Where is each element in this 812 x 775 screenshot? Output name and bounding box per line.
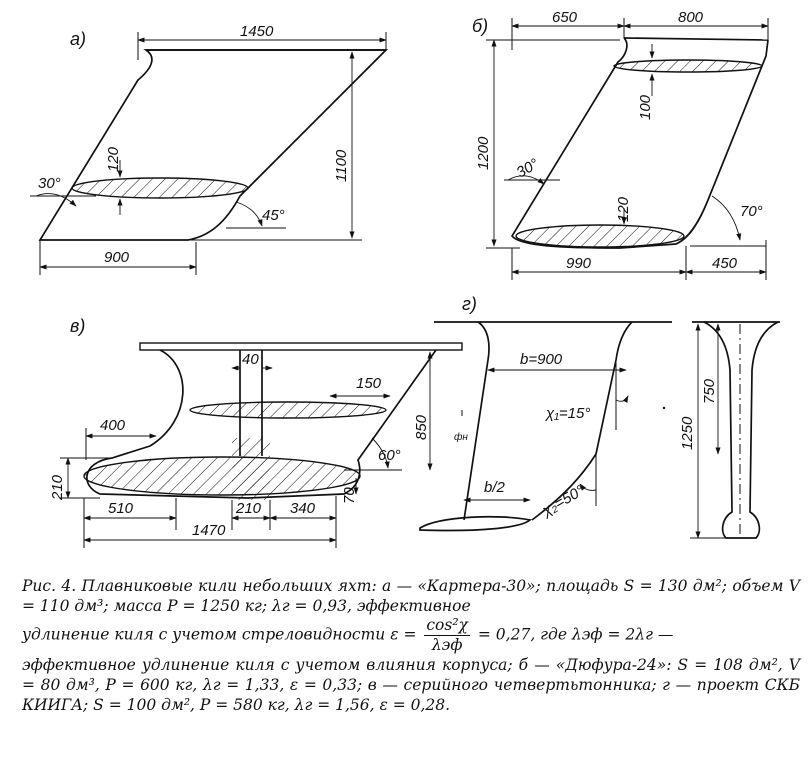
panel-a-dim-bottom-label: 900 — [104, 249, 130, 266]
panel-v-section-upper — [189, 401, 387, 419]
caption-line-2-pre: удлинение киля с учетом стреловидности ε… — [22, 625, 417, 644]
panel-b: б) 650 800 1200 100 120 30° 70° — [472, 9, 769, 280]
panel-g-bulb — [419, 515, 532, 532]
panel-v-angle-arc — [371, 437, 390, 469]
panel-a-angle-lead: 30° — [38, 175, 61, 192]
panel-b-dim-bottom-left-label: 990 — [566, 255, 592, 272]
panel-b-section-bottom — [515, 224, 685, 248]
panel-a-label: а) — [70, 29, 86, 49]
panel-a-angle-arc — [235, 201, 263, 227]
panel-b-angle-arc — [507, 175, 545, 185]
panel-g-angle-arc — [579, 483, 597, 491]
keel-figure: а) 1450 1100 900 120 30° 45° б) — [30, 9, 780, 548]
caption-fraction-num: cos²χ — [424, 616, 470, 636]
panel-a-dim-top-label: 1450 — [240, 23, 274, 40]
panel-g-side-dim-total-label: 1250 — [679, 416, 696, 450]
panel-v-keel-outline — [86, 349, 437, 499]
panel-g: г) b=900 b/2 χ₁=15° χ₂=50° фн — [419, 294, 672, 532]
panel-g-dot — [662, 406, 666, 410]
panel-v-section-bulb — [83, 456, 361, 496]
panel-b-label: б) — [472, 16, 488, 36]
panel-v-dim-bulb-h-label: 210 — [49, 474, 66, 501]
panel-g-side-dim-mid-label: 750 — [701, 378, 718, 404]
panel-v-dim-bulb-mid-label: 210 — [235, 500, 262, 517]
panel-b-dim-top-right-label: 800 — [678, 9, 704, 26]
panel-b-dim-height-label: 1200 — [475, 136, 492, 170]
panel-b-dim-top-left-label: 650 — [552, 9, 578, 26]
panel-v-dim-bulb-left-label: 510 — [108, 500, 134, 517]
panel-a-dim-height-label: 1100 — [333, 149, 350, 182]
figure-caption: Рис. 4. Плавниковые кили небольших яхт: … — [22, 576, 800, 715]
panel-a: а) 1450 1100 900 120 30° 45° — [30, 23, 389, 275]
panel-v-dim-upper-label: 150 — [356, 375, 382, 392]
panel-b-angle-trail: 70° — [740, 203, 763, 220]
caption-line-1: Рис. 4. Плавниковые кили небольших яхт: … — [22, 577, 800, 615]
panel-b-dim-thick-top-label: 100 — [637, 94, 654, 120]
panel-g-dim-chord-label: b=900 — [520, 351, 563, 368]
panel-a-section — [71, 177, 249, 199]
panel-b-keel-outline — [510, 37, 769, 249]
panel-b-top-edge — [623, 37, 769, 41]
panel-a-angle-arc — [35, 193, 77, 207]
panel-v-hull-plate — [139, 342, 463, 351]
panel-v-angle-trail: 60° — [378, 447, 401, 464]
panel-g-side-outline — [703, 321, 779, 539]
panel-v-dim-bulb-right-label: 340 — [290, 500, 316, 517]
panel-v-label: в) — [70, 316, 85, 336]
panel-b-dim-bottom-right-label: 450 — [712, 255, 738, 272]
panel-v: в) 40 150 850 400 210 510 — [49, 316, 463, 548]
panel-g-label: г) — [462, 294, 477, 314]
panel-g-side: 750 1250 — [679, 321, 780, 539]
caption-fraction: cos²χ λэф — [424, 616, 470, 655]
panel-g-angle-chi2: χ₂=50° — [538, 482, 588, 520]
panel-a-keel-outline — [38, 49, 389, 241]
panel-b-section-top — [613, 59, 763, 73]
panel-b-angle-lead: 30° — [514, 155, 542, 181]
panel-v-dim-height-label: 850 — [413, 414, 430, 440]
caption-fraction-den: λэф — [431, 636, 463, 654]
panel-b-dim-thick-bottom-label: 120 — [615, 196, 632, 222]
panel-g-dim-half-label: b/2 — [484, 479, 506, 496]
caption-line-2-post: = 0,27, где λэф = 2λг — — [477, 625, 674, 644]
panel-v-dim-left-label: 400 — [100, 417, 126, 434]
panel-a-angle-trail: 45° — [262, 207, 285, 224]
caption-line-2: удлинение киля с учетом стреловидности ε… — [22, 616, 800, 655]
caption-line-3: эффективное удлинение киля с учетом влия… — [22, 656, 800, 714]
panel-g-angle-arc — [615, 395, 629, 403]
panel-v-dim-length-label: 1470 — [192, 522, 226, 539]
panel-v-dim-web-label: 40 — [242, 351, 259, 368]
panel-g-angle-chi1: χ₁=15° — [544, 405, 590, 422]
panel-b-angle-arc — [711, 195, 742, 241]
panel-a-dim-thick-label: 120 — [105, 146, 122, 172]
panel-g-mark: фн — [454, 431, 468, 443]
panel-v-dim-tail-label: 70 — [341, 487, 358, 504]
